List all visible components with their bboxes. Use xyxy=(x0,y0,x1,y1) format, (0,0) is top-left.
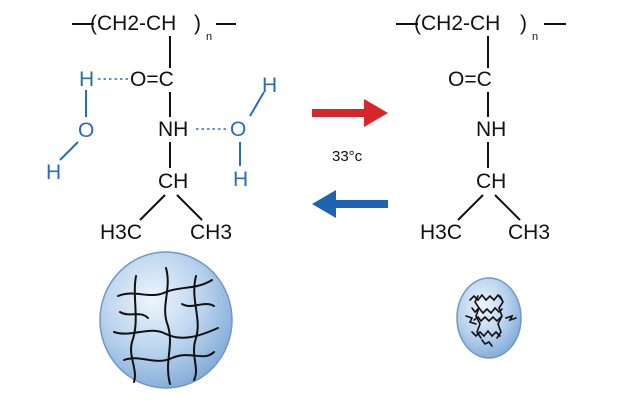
water-2-oxygen: O xyxy=(230,118,247,141)
left-methine: CH xyxy=(158,170,189,193)
water-2-h-top: H xyxy=(262,74,278,97)
right-backbone xyxy=(396,23,566,221)
water-1-oxygen: O xyxy=(78,119,95,142)
left-backbone xyxy=(72,23,236,221)
left-chain-close: ) xyxy=(194,12,201,35)
water-1-h-top: H xyxy=(79,68,95,91)
swollen-coil-sphere xyxy=(99,251,233,389)
right-methyl-right: CH3 xyxy=(508,221,551,244)
temperature-label: 33°c xyxy=(332,148,363,165)
left-methyl-left: H3C xyxy=(100,221,143,244)
left-carbonyl: O=C xyxy=(130,68,174,91)
right-carbonyl: O=C xyxy=(448,68,492,91)
water-2-h-bottom: H xyxy=(233,168,249,191)
left-chain-open: (CH2-CH xyxy=(90,12,177,35)
left-methyl-right: CH3 xyxy=(190,221,233,244)
right-methyl-left: H3C xyxy=(420,221,463,244)
left-amide: NH xyxy=(158,118,189,141)
right-chain-close: ) xyxy=(520,12,527,35)
right-subscript-n: n xyxy=(532,31,539,43)
arrow-right-icon xyxy=(312,99,388,127)
collapsed-globule-sphere xyxy=(456,277,522,359)
right-amide: NH xyxy=(476,118,507,141)
water-1-h-bottom: H xyxy=(46,161,62,184)
right-methine: CH xyxy=(476,170,507,193)
arrow-left-icon xyxy=(312,190,388,218)
right-chain-open: (CH2-CH xyxy=(414,12,501,35)
left-subscript-n: n xyxy=(206,31,213,43)
water-bonds xyxy=(59,90,265,166)
